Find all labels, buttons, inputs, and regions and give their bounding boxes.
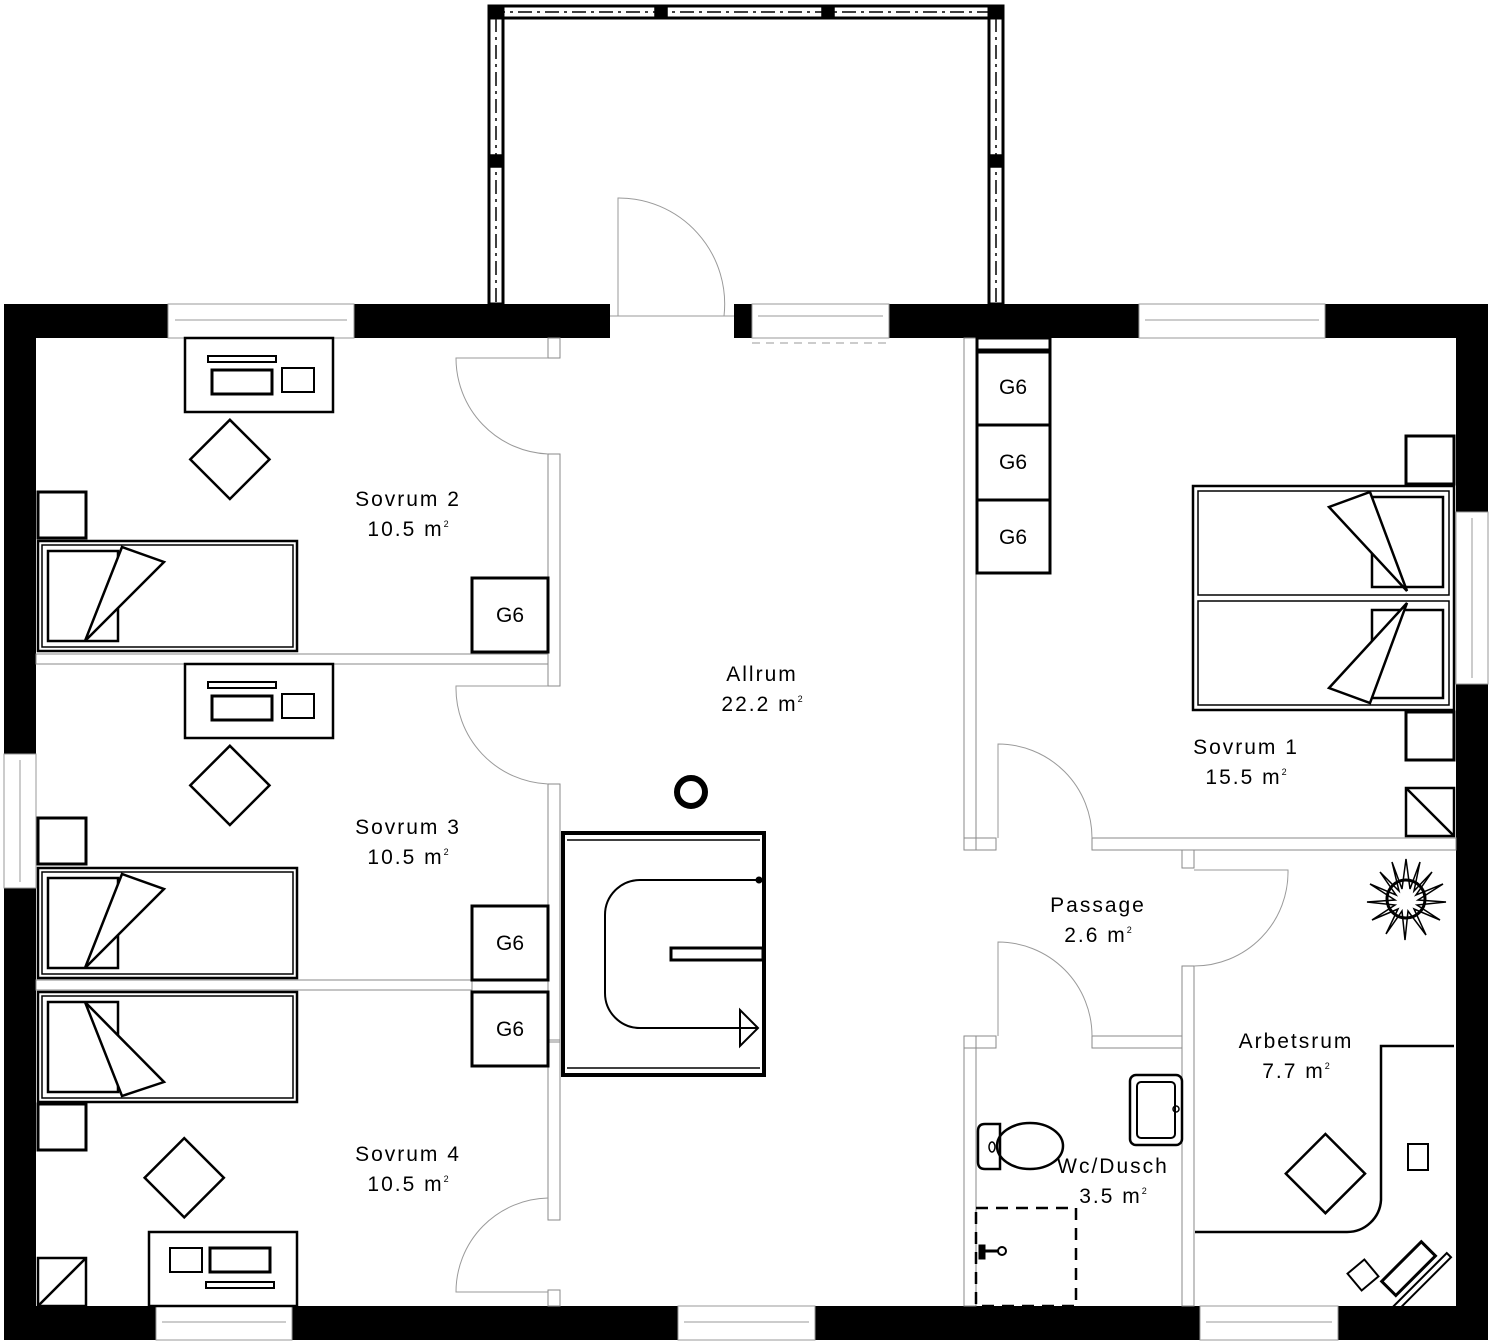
- room-area: 2.6 m2: [1064, 924, 1132, 947]
- bed-icon: [36, 539, 299, 653]
- chair-icon: [188, 418, 272, 501]
- room-label-allrum: Allrum 22.2 m2: [721, 663, 802, 717]
- wardrobe-sovrum2: [470, 576, 550, 654]
- room-area: 7.7 m2: [1262, 1060, 1330, 1083]
- room-label-sovrum-1: Sovrum 1 15.5 m2: [1193, 736, 1299, 790]
- nightstand-icon: [36, 816, 88, 866]
- wardrobe-label: G6: [495, 932, 525, 955]
- interior-walls: [35, 337, 1457, 1307]
- bed-icon: [1191, 484, 1456, 712]
- room-name: Sovrum 2: [355, 488, 461, 511]
- exterior-walls: [4, 304, 1488, 1340]
- wardrobe-sovrum1: [975, 336, 1052, 575]
- room-area: 10.5 m2: [367, 1173, 449, 1196]
- room-area: 3.5 m2: [1079, 1185, 1147, 1208]
- room-label-sovrum-4: Sovrum 4 10.5 m2: [355, 1143, 461, 1197]
- chair-icon: [1284, 1132, 1367, 1215]
- wardrobe-label: G6: [495, 1018, 525, 1041]
- room-area: 15.5 m2: [1205, 766, 1287, 789]
- shower-icon: [974, 1206, 1078, 1308]
- wardrobe-sovrum3: [470, 904, 550, 982]
- room-label-passage: Passage 2.6 m2: [1050, 894, 1146, 948]
- wardrobe-label: G6: [495, 604, 525, 627]
- wardrobe-label: G6: [998, 376, 1028, 399]
- room-name: Sovrum 1: [1193, 736, 1299, 759]
- nightstand-icon: [36, 490, 88, 540]
- room-area: 10.5 m2: [367, 518, 449, 541]
- room-area: 10.5 m2: [367, 846, 449, 869]
- plant-icon: [1366, 858, 1447, 941]
- wardrobe-label: G6: [998, 526, 1028, 549]
- wardrobe-sovrum4: [470, 990, 550, 1068]
- room-label-wc-dusch: Wc/Dusch 3.5 m2: [1057, 1155, 1169, 1209]
- nightstand-icon: [1404, 434, 1456, 762]
- room-label-sovrum-2: Sovrum 2 10.5 m2: [355, 488, 461, 542]
- toilet-icon: [976, 1121, 1065, 1171]
- cabinet-icon: [36, 1256, 88, 1308]
- desk-icon: [183, 336, 335, 414]
- bed-icon: [36, 990, 299, 1104]
- room-label-arbetsrum: Arbetsrum 7.7 m2: [1239, 1030, 1354, 1084]
- bed-icon: [36, 866, 299, 980]
- chair-icon: [142, 1136, 226, 1220]
- room-name: Allrum: [726, 663, 798, 686]
- room-name: Wc/Dusch: [1057, 1155, 1169, 1178]
- room-area: 22.2 m2: [721, 693, 803, 716]
- room-name: Sovrum 4: [355, 1143, 461, 1166]
- desk-icon: [1195, 1044, 1454, 1313]
- desk-icon: [183, 662, 335, 740]
- wardrobe-label: G6: [998, 451, 1028, 474]
- desk-icon: [147, 1230, 299, 1308]
- chimney-icon: [674, 775, 708, 809]
- pergola-icon: [487, 4, 1005, 306]
- room-name: Sovrum 3: [355, 816, 461, 839]
- chair-icon: [188, 744, 272, 827]
- room-name: Passage: [1050, 894, 1146, 917]
- sink-icon: [1128, 1073, 1184, 1147]
- door-icon: [455, 197, 1289, 1293]
- stair-icon: [561, 831, 766, 1077]
- room-name: Arbetsrum: [1238, 1030, 1354, 1053]
- nightstand-icon: [36, 1102, 88, 1152]
- room-label-sovrum-3: Sovrum 3 10.5 m2: [355, 816, 461, 870]
- cabinet-icon: [1404, 786, 1456, 838]
